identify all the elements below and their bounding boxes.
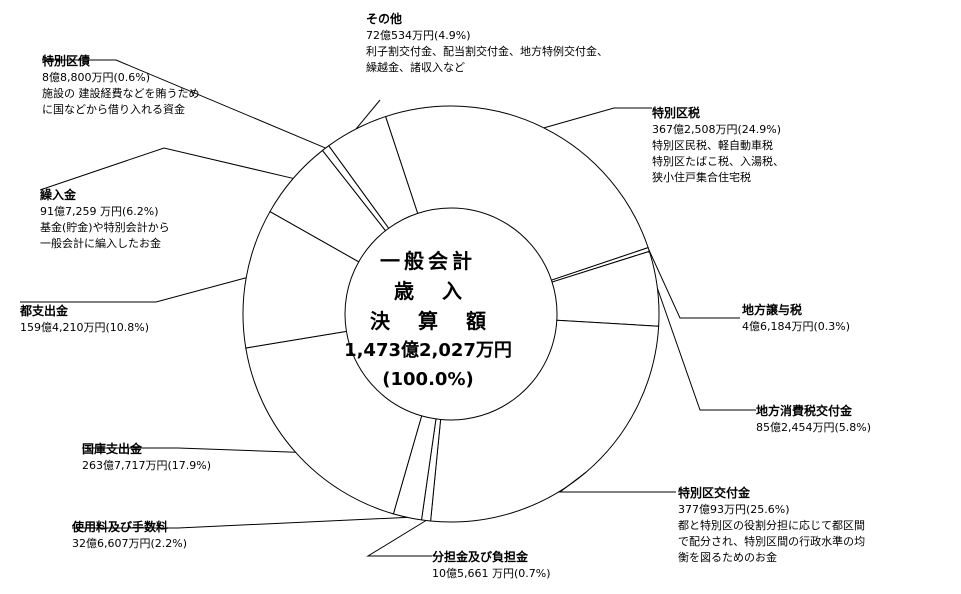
label-national-treasury: 国庫支出金 263億7,717万円(17.9%) bbox=[82, 440, 211, 474]
label-description: 都と特別区の役割分担に応じて都区間 で配分され、特別区間の行政水準の均 衡を図る… bbox=[678, 519, 866, 564]
center-title: 一般会計 bbox=[380, 249, 476, 273]
label-amount: 159億4,210万円(10.8%) bbox=[20, 321, 150, 334]
label-title: 特別区交付金 bbox=[678, 486, 751, 500]
center-label: 一般会計 歳入 決算額 1,473億2,027万円 (100.0%) bbox=[318, 246, 538, 394]
leader-line-5 bbox=[72, 516, 408, 529]
center-revenue: 歳入 bbox=[394, 279, 490, 303]
label-contributions: 分担金及び負担金 10億5,661 万円(0.7%) bbox=[432, 548, 551, 582]
label-amount: 91億7,259 万円(6.2%) bbox=[40, 205, 159, 218]
center-percent: (100.0%) bbox=[382, 369, 474, 390]
leader-line-9 bbox=[42, 59, 326, 149]
label-title: 繰入金 bbox=[40, 188, 77, 202]
label-local-consumption-tax-grant: 地方消費税交付金 85億2,454万円(5.8%) bbox=[756, 402, 871, 436]
slice-6 bbox=[245, 330, 423, 515]
leader-line-2 bbox=[656, 288, 756, 411]
label-title: 特別区税 bbox=[652, 106, 701, 120]
slice-0 bbox=[384, 105, 649, 281]
label-amount: 32億6,607万円(2.2%) bbox=[72, 537, 188, 550]
leader-line-6 bbox=[82, 447, 296, 453]
leader-line-1 bbox=[648, 249, 740, 319]
label-title: 国庫支出金 bbox=[82, 442, 143, 456]
label-special-ward-tax: 特別区税 367億2,508万円(24.9%) 特別区民税、軽自動車税 特別区た… bbox=[652, 104, 784, 186]
label-title: 地方消費税交付金 bbox=[756, 404, 853, 418]
slice-3 bbox=[430, 319, 660, 523]
label-title: 特別区債 bbox=[42, 54, 91, 68]
center-total: 1,473億2,027万円 bbox=[344, 340, 512, 361]
label-description: 利子割交付金、配当割交付金、地方特例交付金、 繰越金、諸収入など bbox=[366, 45, 608, 74]
leader-line-10 bbox=[355, 99, 381, 130]
label-amount: 85億2,454万円(5.8%) bbox=[756, 421, 872, 434]
label-fees: 使用料及び手数料 32億6,607万円(2.2%) bbox=[72, 518, 187, 552]
label-amount: 377億93万円(25.6%) bbox=[678, 503, 790, 516]
label-title: 使用料及び手数料 bbox=[72, 520, 169, 534]
label-amount: 72億534万円(4.9%) bbox=[366, 29, 471, 42]
leader-line-7 bbox=[20, 277, 247, 303]
label-amount: 10億5,661 万円(0.7%) bbox=[432, 567, 551, 580]
label-title: その他 bbox=[366, 12, 403, 26]
center-settlement: 決算額 bbox=[370, 309, 514, 333]
label-description: 基金(貯金)や特別会計から 一般会計に編入したお金 bbox=[40, 221, 170, 250]
label-transfers: 繰入金 91億7,259 万円(6.2%) 基金(貯金)や特別会計から 一般会計… bbox=[40, 186, 170, 252]
label-description: 施設の 建設経費などを賄うため に国などから借り入れる資金 bbox=[42, 87, 200, 116]
label-title: 地方譲与税 bbox=[742, 303, 803, 317]
label-metropolitan-disbursement: 都支出金 159億4,210万円(10.8%) bbox=[20, 302, 149, 336]
label-special-ward-grant: 特別区交付金 377億93万円(25.6%) 都と特別区の役割分担に応じて都区間… bbox=[678, 484, 865, 566]
leader-line-4 bbox=[366, 520, 432, 557]
label-amount: 263億7,717万円(17.9%) bbox=[82, 459, 212, 472]
leader-line-3 bbox=[558, 471, 676, 493]
label-ward-bonds: 特別区債 8億8,800万円(0.6%) 施設の 建設経費などを賄うため に国な… bbox=[42, 52, 200, 118]
leader-line-0 bbox=[543, 107, 652, 129]
label-local-transfer-tax: 地方譲与税 4億6,184万円(0.3%) bbox=[742, 301, 850, 335]
label-description: 特別区民税、軽自動車税 特別区たばこ税、入湯税、 狭小住戸集合住宅税 bbox=[652, 139, 784, 184]
label-amount: 4億6,184万円(0.3%) bbox=[742, 320, 851, 333]
label-title: 分担金及び負担金 bbox=[432, 550, 529, 564]
leader-line-8 bbox=[39, 147, 294, 191]
label-other: その他 72億534万円(4.9%) 利子割交付金、配当割交付金、地方特例交付金… bbox=[366, 10, 608, 76]
label-amount: 367億2,508万円(24.9%) bbox=[652, 123, 782, 136]
slice-10 bbox=[328, 115, 419, 229]
label-amount: 8億8,800万円(0.6%) bbox=[42, 71, 151, 84]
label-title: 都支出金 bbox=[20, 304, 69, 318]
